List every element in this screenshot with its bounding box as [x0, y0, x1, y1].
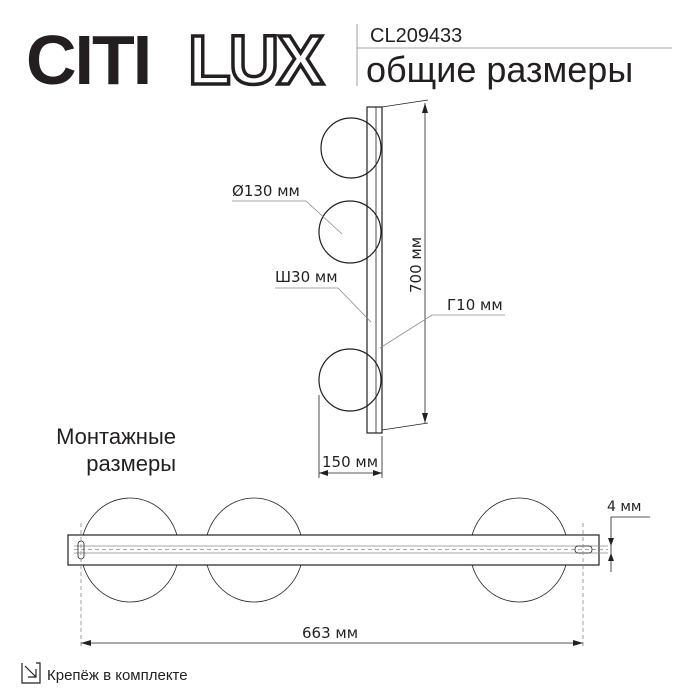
- globe-shade: [320, 117, 382, 179]
- label-mask: [405, 230, 423, 298]
- mounting-title-line2: размеры: [86, 451, 176, 476]
- brand-logo: CITI LUX: [26, 19, 328, 101]
- arrow-icon: [608, 538, 614, 561]
- wall-bar: [366, 106, 383, 434]
- footer-text: Крепёж в комплекте: [47, 667, 188, 684]
- extension-line: [381, 422, 429, 431]
- mounting-slot-right: [574, 545, 593, 554]
- depth-label: Г10 мм: [447, 296, 503, 314]
- diameter-label: Ø130 мм: [232, 182, 300, 200]
- height-label: 700 мм: [407, 237, 425, 293]
- leader-line: [275, 287, 372, 323]
- mounting-title-line1: Монтажные: [56, 424, 176, 449]
- mounting-bar: [67, 534, 600, 566]
- front-view: 700 мм Ø130 мм Ш30 мм Г10 мм 150 мм: [232, 99, 505, 478]
- slot-dimension-line: [610, 516, 650, 572]
- extension-line: [381, 99, 429, 108]
- mounting-kit-arrow-icon: [21, 662, 41, 684]
- globe-shade: [318, 348, 382, 412]
- logo-solid: CITI: [26, 21, 150, 99]
- globe-shade: [318, 200, 382, 264]
- model-number: CL209433: [370, 25, 462, 47]
- mounting-view: 663 мм 4 мм: [67, 497, 650, 648]
- projection-label: 150 мм: [322, 453, 378, 471]
- width-label: Ш30 мм: [275, 268, 338, 286]
- leader-line: [232, 200, 343, 235]
- page-title: общие размеры: [366, 49, 633, 90]
- leader-line: [379, 314, 505, 349]
- length-label: 663 мм: [302, 624, 358, 642]
- slot-label: 4 мм: [607, 499, 641, 515]
- logo-outline: LUX: [188, 21, 324, 99]
